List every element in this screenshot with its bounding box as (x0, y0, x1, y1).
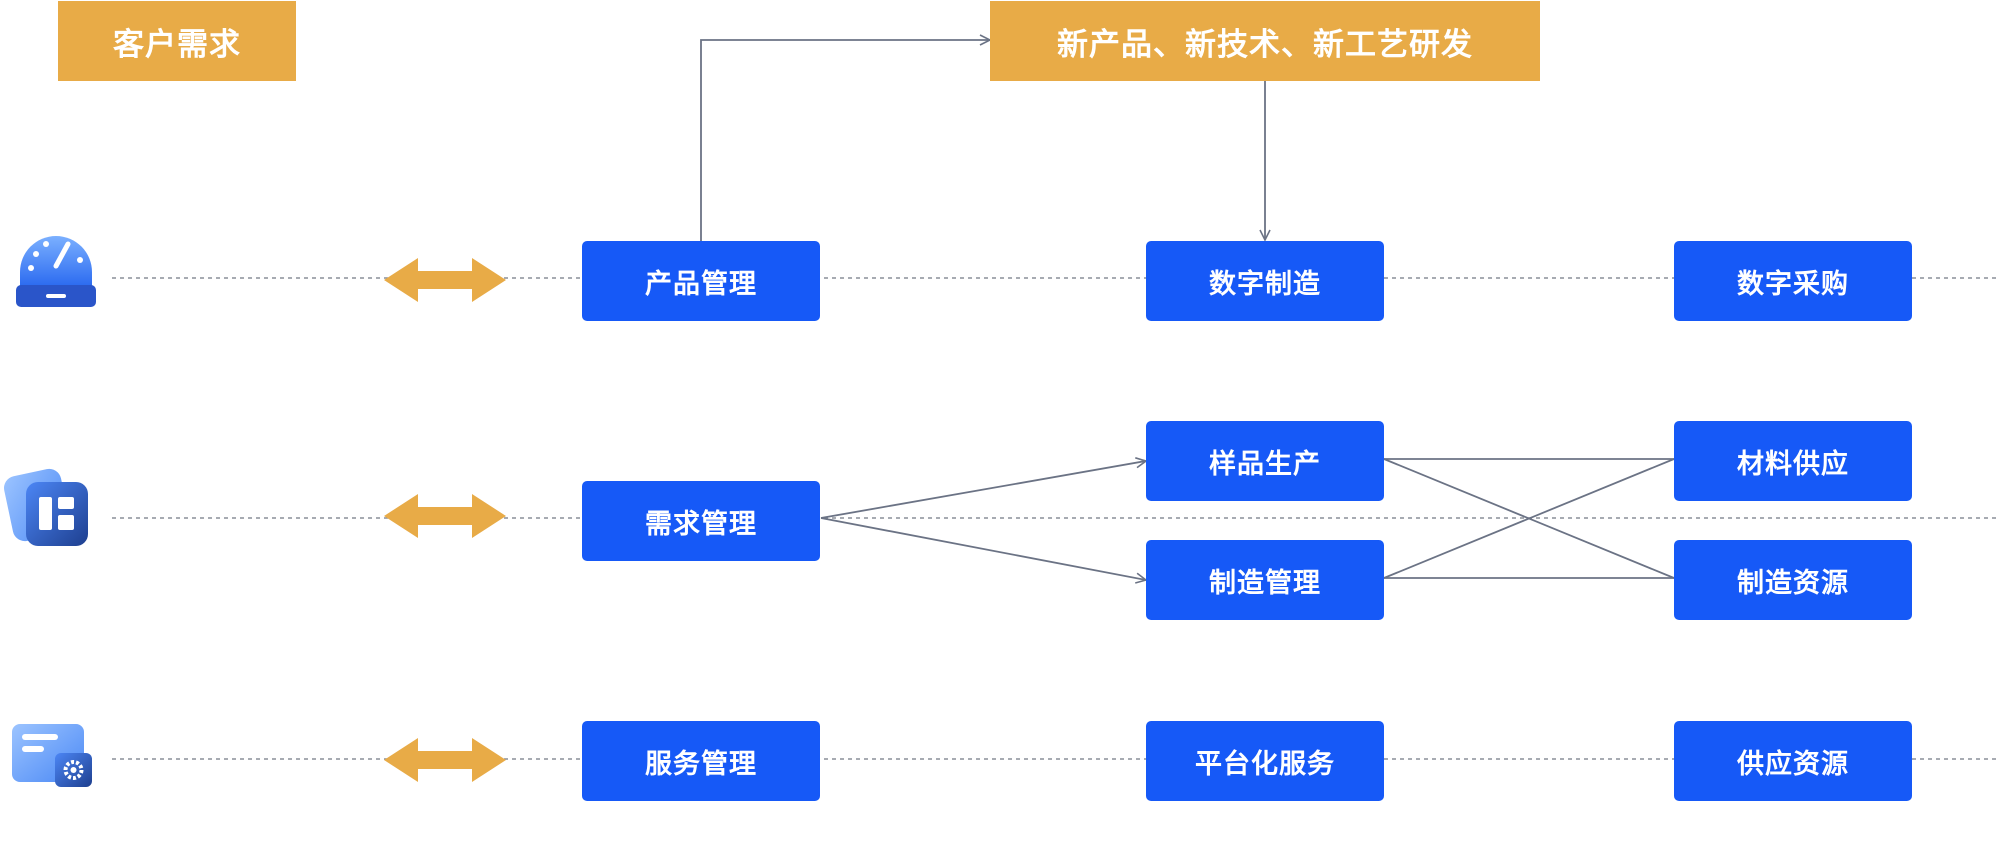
connector-product-to-rnd (700, 40, 990, 241)
manufacturing-resources-box: 制造资源 (1674, 540, 1912, 620)
customer-demand-box: 客户需求 (58, 1, 296, 81)
double-arrow-icon (384, 738, 506, 782)
manufacturing-management-box: 制造管理 (1146, 540, 1384, 620)
connector-lines (700, 40, 1675, 580)
digital-manufacturing-box: 数字制造 (1146, 241, 1384, 321)
supply-resources-box: 供应资源 (1674, 721, 1912, 801)
connector-demand-to-manufacturing-mgmt (820, 517, 1146, 580)
platform-service-box: 平台化服务 (1146, 721, 1384, 801)
layout-board-icon (4, 468, 88, 546)
sample-production-box: 样品生产 (1146, 421, 1384, 501)
double-arrow-icon (384, 494, 506, 538)
demand-management-box: 需求管理 (582, 481, 820, 561)
dashboard-gauge-icon (16, 236, 96, 307)
settings-window-icon (12, 724, 92, 787)
double-arrows (384, 258, 506, 782)
rnd-box: 新产品、新技术、新工艺研发 (990, 1, 1540, 81)
product-management-box: 产品管理 (582, 241, 820, 321)
digital-procurement-box: 数字采购 (1674, 241, 1912, 321)
connector-demand-to-sample (820, 461, 1146, 519)
connector-mgmt-to-material (1383, 458, 1675, 579)
double-arrow-icon (384, 258, 506, 302)
material-supply-box: 材料供应 (1674, 421, 1912, 501)
service-management-box: 服务管理 (582, 721, 820, 801)
